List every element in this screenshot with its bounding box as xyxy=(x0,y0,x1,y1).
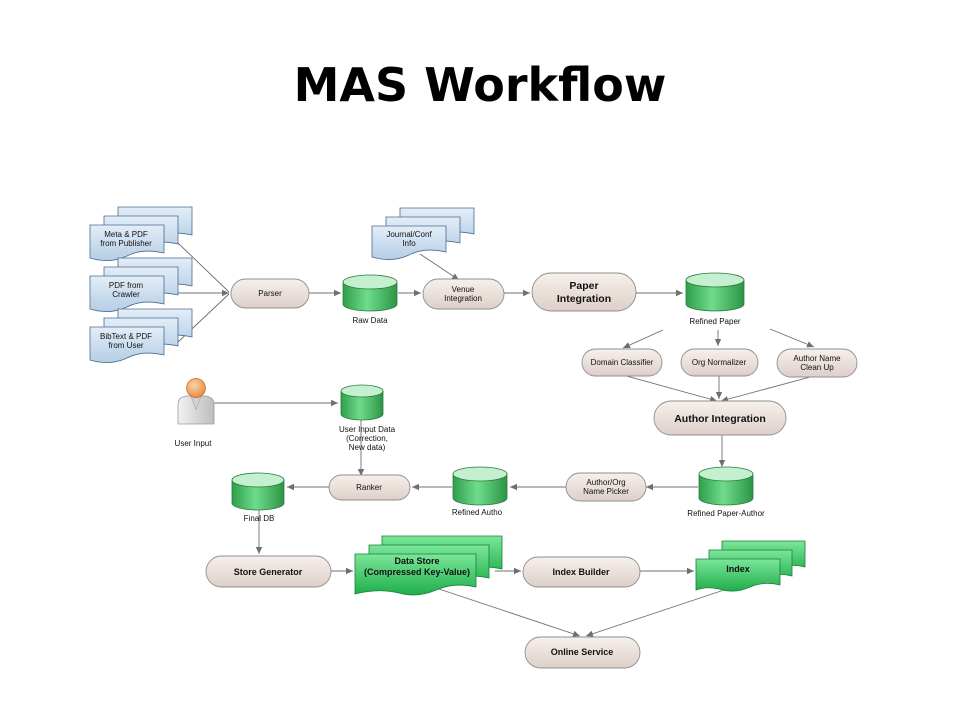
data-store-label-2: (Compressed Key-Value) xyxy=(364,567,470,577)
node-ranker: Ranker xyxy=(328,474,411,501)
edge-datastore-to-online xyxy=(429,585,581,637)
ranker-label: Ranker xyxy=(356,483,382,492)
venue-label-1: Venue xyxy=(452,285,475,294)
node-store-generator: Store Generator xyxy=(205,555,332,588)
user-input-label: User Input xyxy=(175,439,213,448)
node-author-name-cleanup: Author Name Clean Up xyxy=(776,348,858,378)
author-integration-label: Author Integration xyxy=(674,413,766,425)
bibtext-label-1: BibText & PDF xyxy=(100,332,152,341)
index-label: Index xyxy=(726,564,750,574)
journal-label-2: Info xyxy=(402,239,416,248)
node-refined-paper-author: Refined Paper-Author xyxy=(687,466,765,518)
node-meta-pdf: Meta & PDF from Publisher xyxy=(89,206,193,261)
edge-refined-to-domain xyxy=(622,329,664,349)
node-final-db: Final DB xyxy=(231,472,285,523)
meta-pdf-label-1: Meta & PDF xyxy=(104,230,148,239)
node-online-service: Online Service xyxy=(524,636,641,669)
node-index-builder: Index Builder xyxy=(522,556,641,588)
rpa-label: Refined Paper-Author xyxy=(687,509,765,518)
edge-authorname-to-authorint xyxy=(720,375,815,403)
data-store-label-1: Data Store xyxy=(394,556,439,566)
store-generator-label: Store Generator xyxy=(234,567,303,577)
author-name-label-1: Author Name xyxy=(793,354,841,363)
node-bibtext-pdf: BibText & PDF from User xyxy=(89,308,193,363)
node-org-normalizer: Org Normalizer xyxy=(680,348,759,377)
pdf-crawler-label-1: PDF from xyxy=(109,281,144,290)
org-normalizer-label: Org Normalizer xyxy=(692,358,747,367)
refined-paper-label: Refined Paper xyxy=(689,317,740,326)
node-journal-conf: Journal/Conf Info xyxy=(371,207,475,260)
node-refined-autho: Refined Autho xyxy=(452,466,508,517)
node-author-integration: Author Integration xyxy=(653,400,787,436)
node-index: Index xyxy=(695,540,806,592)
user-icon: User Input xyxy=(175,378,215,448)
node-author-org-picker: Author/Org Name Picker xyxy=(565,472,647,502)
index-builder-label: Index Builder xyxy=(552,567,610,577)
edge-meta-to-parser xyxy=(177,242,230,293)
online-service-label: Online Service xyxy=(551,647,614,657)
node-user-input-data: User Input Data (Correction, New data) xyxy=(339,384,396,452)
raw-data-label: Raw Data xyxy=(352,316,388,325)
node-pdf-crawler: PDF from Crawler xyxy=(89,257,193,312)
journal-label-1: Journal/Conf xyxy=(386,230,432,239)
node-paper-integration: Paper Integration xyxy=(531,272,637,312)
paper-int-label-1: Paper xyxy=(569,280,598,292)
user-data-label-3: New data) xyxy=(349,443,386,452)
node-data-store: Data Store (Compressed Key-Value) xyxy=(354,535,503,596)
picker-label-2: Name Picker xyxy=(583,487,629,496)
meta-pdf-label-2: from Publisher xyxy=(100,239,152,248)
edge-index-to-online xyxy=(585,583,743,637)
domain-classifier-label: Domain Classifier xyxy=(591,358,654,367)
node-venue-integration: Venue Integration xyxy=(422,278,505,310)
edge-refined-to-authorname xyxy=(769,328,815,348)
user-data-label-1: User Input Data xyxy=(339,425,396,434)
refined-autho-label: Refined Autho xyxy=(452,508,503,517)
node-raw-data: Raw Data xyxy=(342,274,398,325)
venue-label-2: Integration xyxy=(444,294,482,303)
author-name-label-2: Clean Up xyxy=(800,363,834,372)
paper-int-label-2: Integration xyxy=(557,293,611,305)
slide-title: MAS Workflow xyxy=(293,58,667,112)
edge-journal-to-venue xyxy=(419,253,460,281)
bibtext-label-2: from User xyxy=(108,341,143,350)
final-db-label: Final DB xyxy=(244,514,275,523)
user-data-label-2: (Correction, xyxy=(346,434,388,443)
parser-label: Parser xyxy=(258,289,282,298)
pdf-crawler-label-2: Crawler xyxy=(112,290,140,299)
node-domain-classifier: Domain Classifier xyxy=(581,348,663,377)
node-parser: Parser xyxy=(230,278,310,309)
node-refined-paper: Refined Paper xyxy=(685,272,745,326)
picker-label-1: Author/Org xyxy=(586,478,625,487)
edge-domain-to-authorint xyxy=(622,374,718,403)
